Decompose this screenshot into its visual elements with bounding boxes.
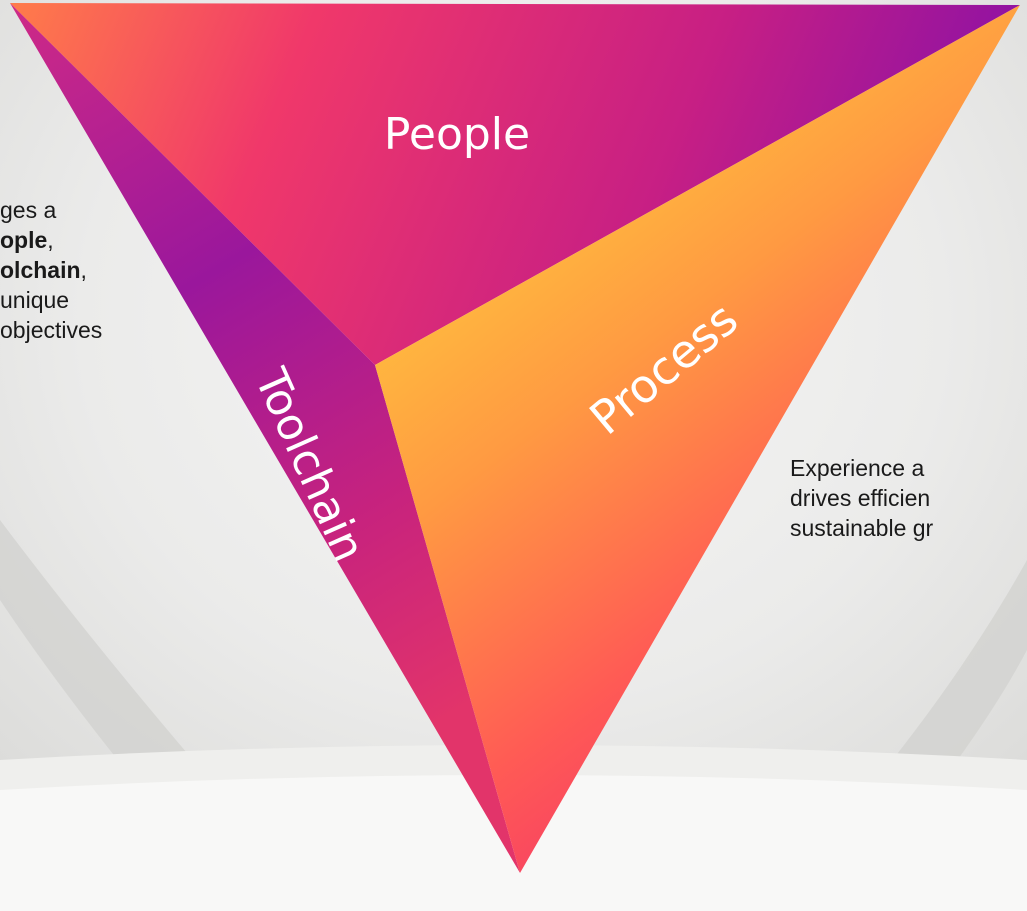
background-arc-left — [0, 520, 210, 800]
face-toolchain — [10, 3, 520, 873]
face-process — [375, 5, 1020, 873]
label-people: People — [384, 109, 530, 160]
right-description-line: Experience a — [790, 455, 925, 481]
emphasis-text: ople — [0, 227, 48, 253]
right-description-line: drives efficien — [790, 485, 931, 511]
plain-text: unique — [0, 287, 70, 313]
plain-text: ges a — [0, 197, 57, 223]
left-description-line: ople, — [0, 225, 102, 255]
left-description-line: objectives — [0, 315, 102, 345]
face-people — [10, 3, 1020, 365]
right-description-line: sustainable gr — [790, 515, 934, 541]
plain-text: objectives — [0, 317, 103, 343]
left-description-line: unique — [0, 285, 102, 315]
emphasis-text: olchain — [0, 257, 81, 283]
plain-text: , — [47, 227, 54, 253]
left-description-line: ges a — [0, 195, 102, 225]
plain-text: , — [80, 257, 87, 283]
right-description: Experience a drives efficien sustainable g… — [790, 453, 933, 543]
left-description-line: olchain, — [0, 255, 102, 285]
